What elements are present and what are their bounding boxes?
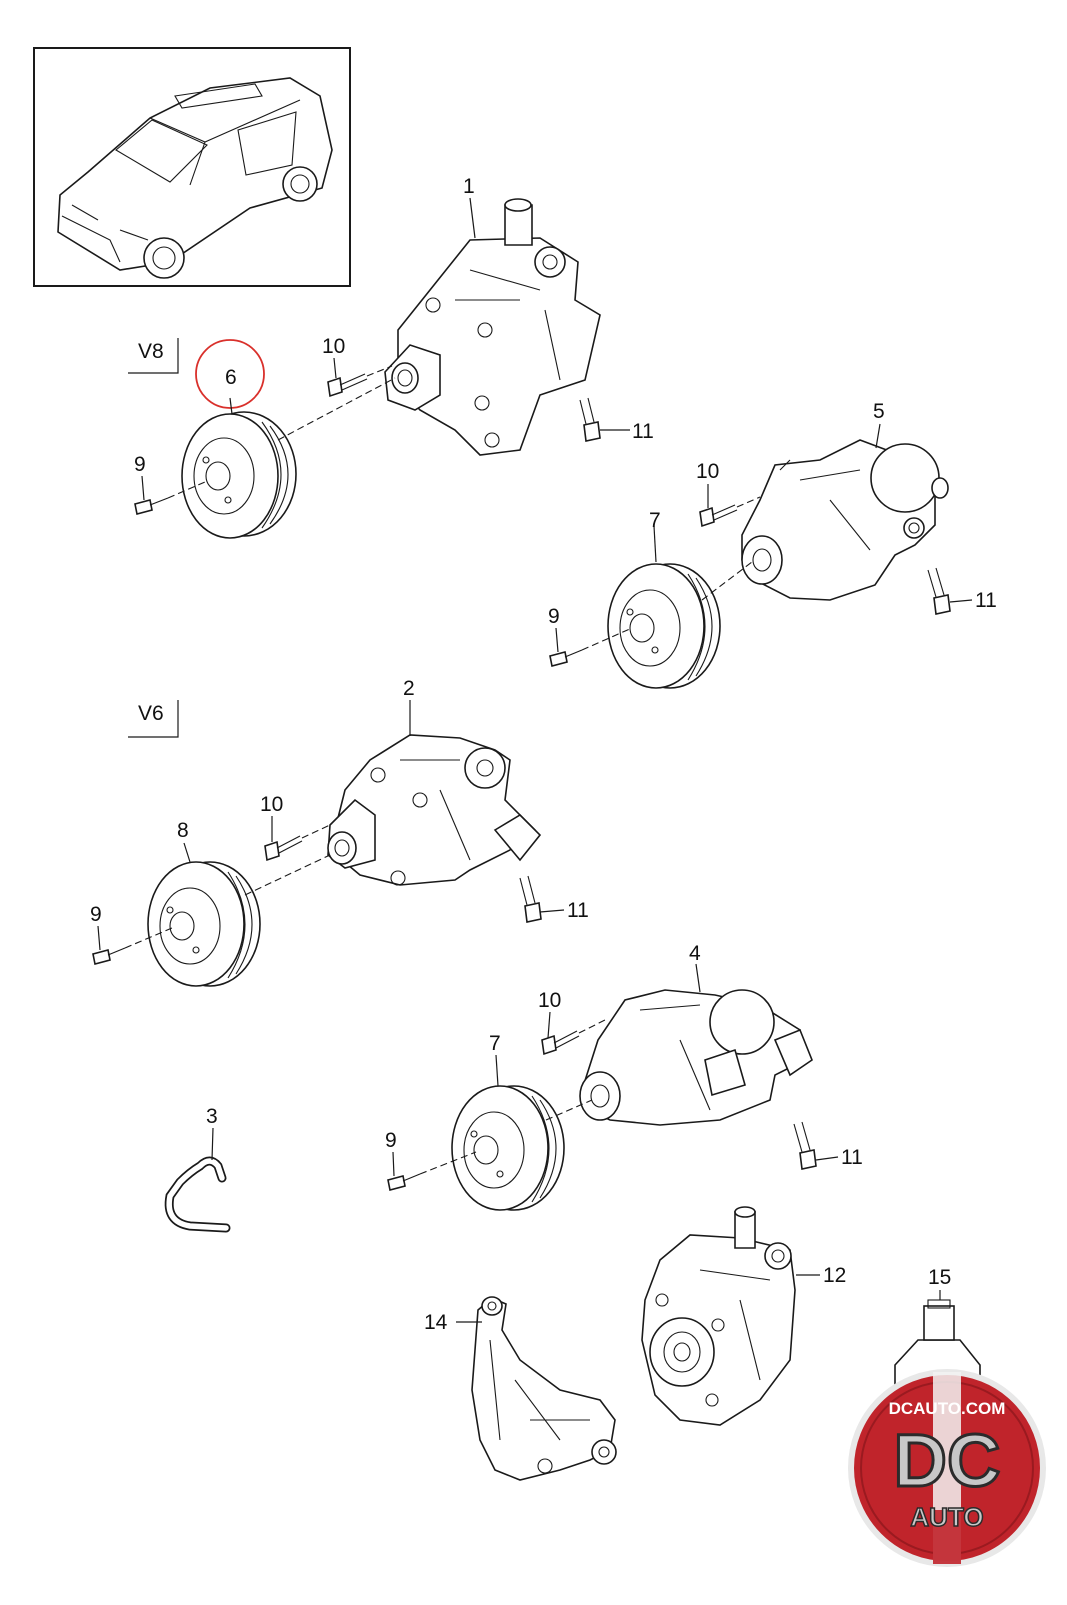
pulley-6[interactable] (181, 411, 297, 539)
callout-11-d: 11 (841, 1146, 863, 1169)
bolt-11-c[interactable] (519, 875, 542, 923)
watermark-url: DCAUTO.COM (889, 1399, 1006, 1418)
callout-10-c: 10 (260, 793, 283, 816)
bolt-10-a[interactable] (327, 373, 368, 398)
pulley-7-upper[interactable] (607, 563, 721, 689)
engine-label-v8-text: V8 (138, 340, 164, 363)
callout-9-a: 9 (134, 453, 146, 476)
callout-10-d: 10 (538, 989, 561, 1012)
power-steering-pump-12[interactable] (641, 1206, 796, 1426)
watermark-logo-dc: DC (894, 1419, 1001, 1502)
bolt-9-a[interactable] (134, 497, 169, 515)
power-steering-pump-4[interactable] (579, 989, 813, 1126)
power-steering-pump-5[interactable] (741, 439, 949, 601)
callout-7-lower: 7 (489, 1032, 501, 1055)
callout-1: 1 (463, 175, 475, 198)
callout-14: 14 (424, 1311, 448, 1334)
callout-10-b: 10 (696, 460, 719, 483)
bolt-11-d[interactable] (793, 1121, 817, 1170)
engine-label-v6-text: V6 (138, 702, 164, 725)
suv-illustration (57, 77, 333, 279)
vehicle-thumbnail (33, 47, 351, 287)
bolt-9-b[interactable] (549, 649, 583, 667)
callout-11-a: 11 (632, 420, 654, 443)
callout-9-b: 9 (548, 605, 560, 628)
leader-lines (97, 197, 973, 1323)
callout-2: 2 (403, 677, 415, 700)
callout-7-upper: 7 (649, 509, 661, 532)
callout-11-b: 11 (975, 589, 997, 612)
callout-15: 15 (928, 1266, 951, 1289)
callout-8: 8 (177, 819, 189, 842)
callout-11-c: 11 (567, 899, 589, 922)
bolt-11-a[interactable] (579, 397, 601, 442)
callout-12: 12 (823, 1264, 846, 1287)
power-steering-pump-2[interactable] (327, 734, 542, 886)
callout-9-d: 9 (385, 1129, 397, 1152)
engine-label-v6: V6 (128, 700, 179, 738)
callout-10-a: 10 (322, 335, 345, 358)
callout-9-c: 9 (90, 903, 102, 926)
callout-5: 5 (873, 400, 885, 423)
callout-labels: 1 2 3 4 5 6 7 7 8 9 9 9 9 10 10 10 10 11… (90, 175, 997, 1334)
dcauto-watermark-logo: DCAUTO.COM DC AUTO (848, 1369, 1046, 1567)
power-steering-pump-1[interactable] (384, 198, 601, 456)
hose-3[interactable] (164, 1156, 231, 1233)
bolt-9-c[interactable] (92, 947, 126, 965)
callout-3: 3 (206, 1105, 218, 1128)
watermark-logo-auto: AUTO (910, 1502, 983, 1532)
bolt-9-d[interactable] (387, 1173, 421, 1191)
bracket-14[interactable] (471, 1296, 617, 1481)
bolt-10-b[interactable] (699, 504, 738, 528)
callout-4: 4 (689, 942, 701, 965)
bolt-10-d[interactable] (541, 1030, 580, 1056)
bolt-11-b[interactable] (927, 567, 951, 615)
bolt-10-c[interactable] (264, 835, 303, 862)
callout-6: 6 (225, 366, 237, 389)
highlight-circle (195, 339, 265, 409)
engine-label-v8: V8 (128, 338, 179, 374)
pulley-7-lower[interactable] (451, 1085, 565, 1211)
pulley-8[interactable] (147, 861, 261, 987)
